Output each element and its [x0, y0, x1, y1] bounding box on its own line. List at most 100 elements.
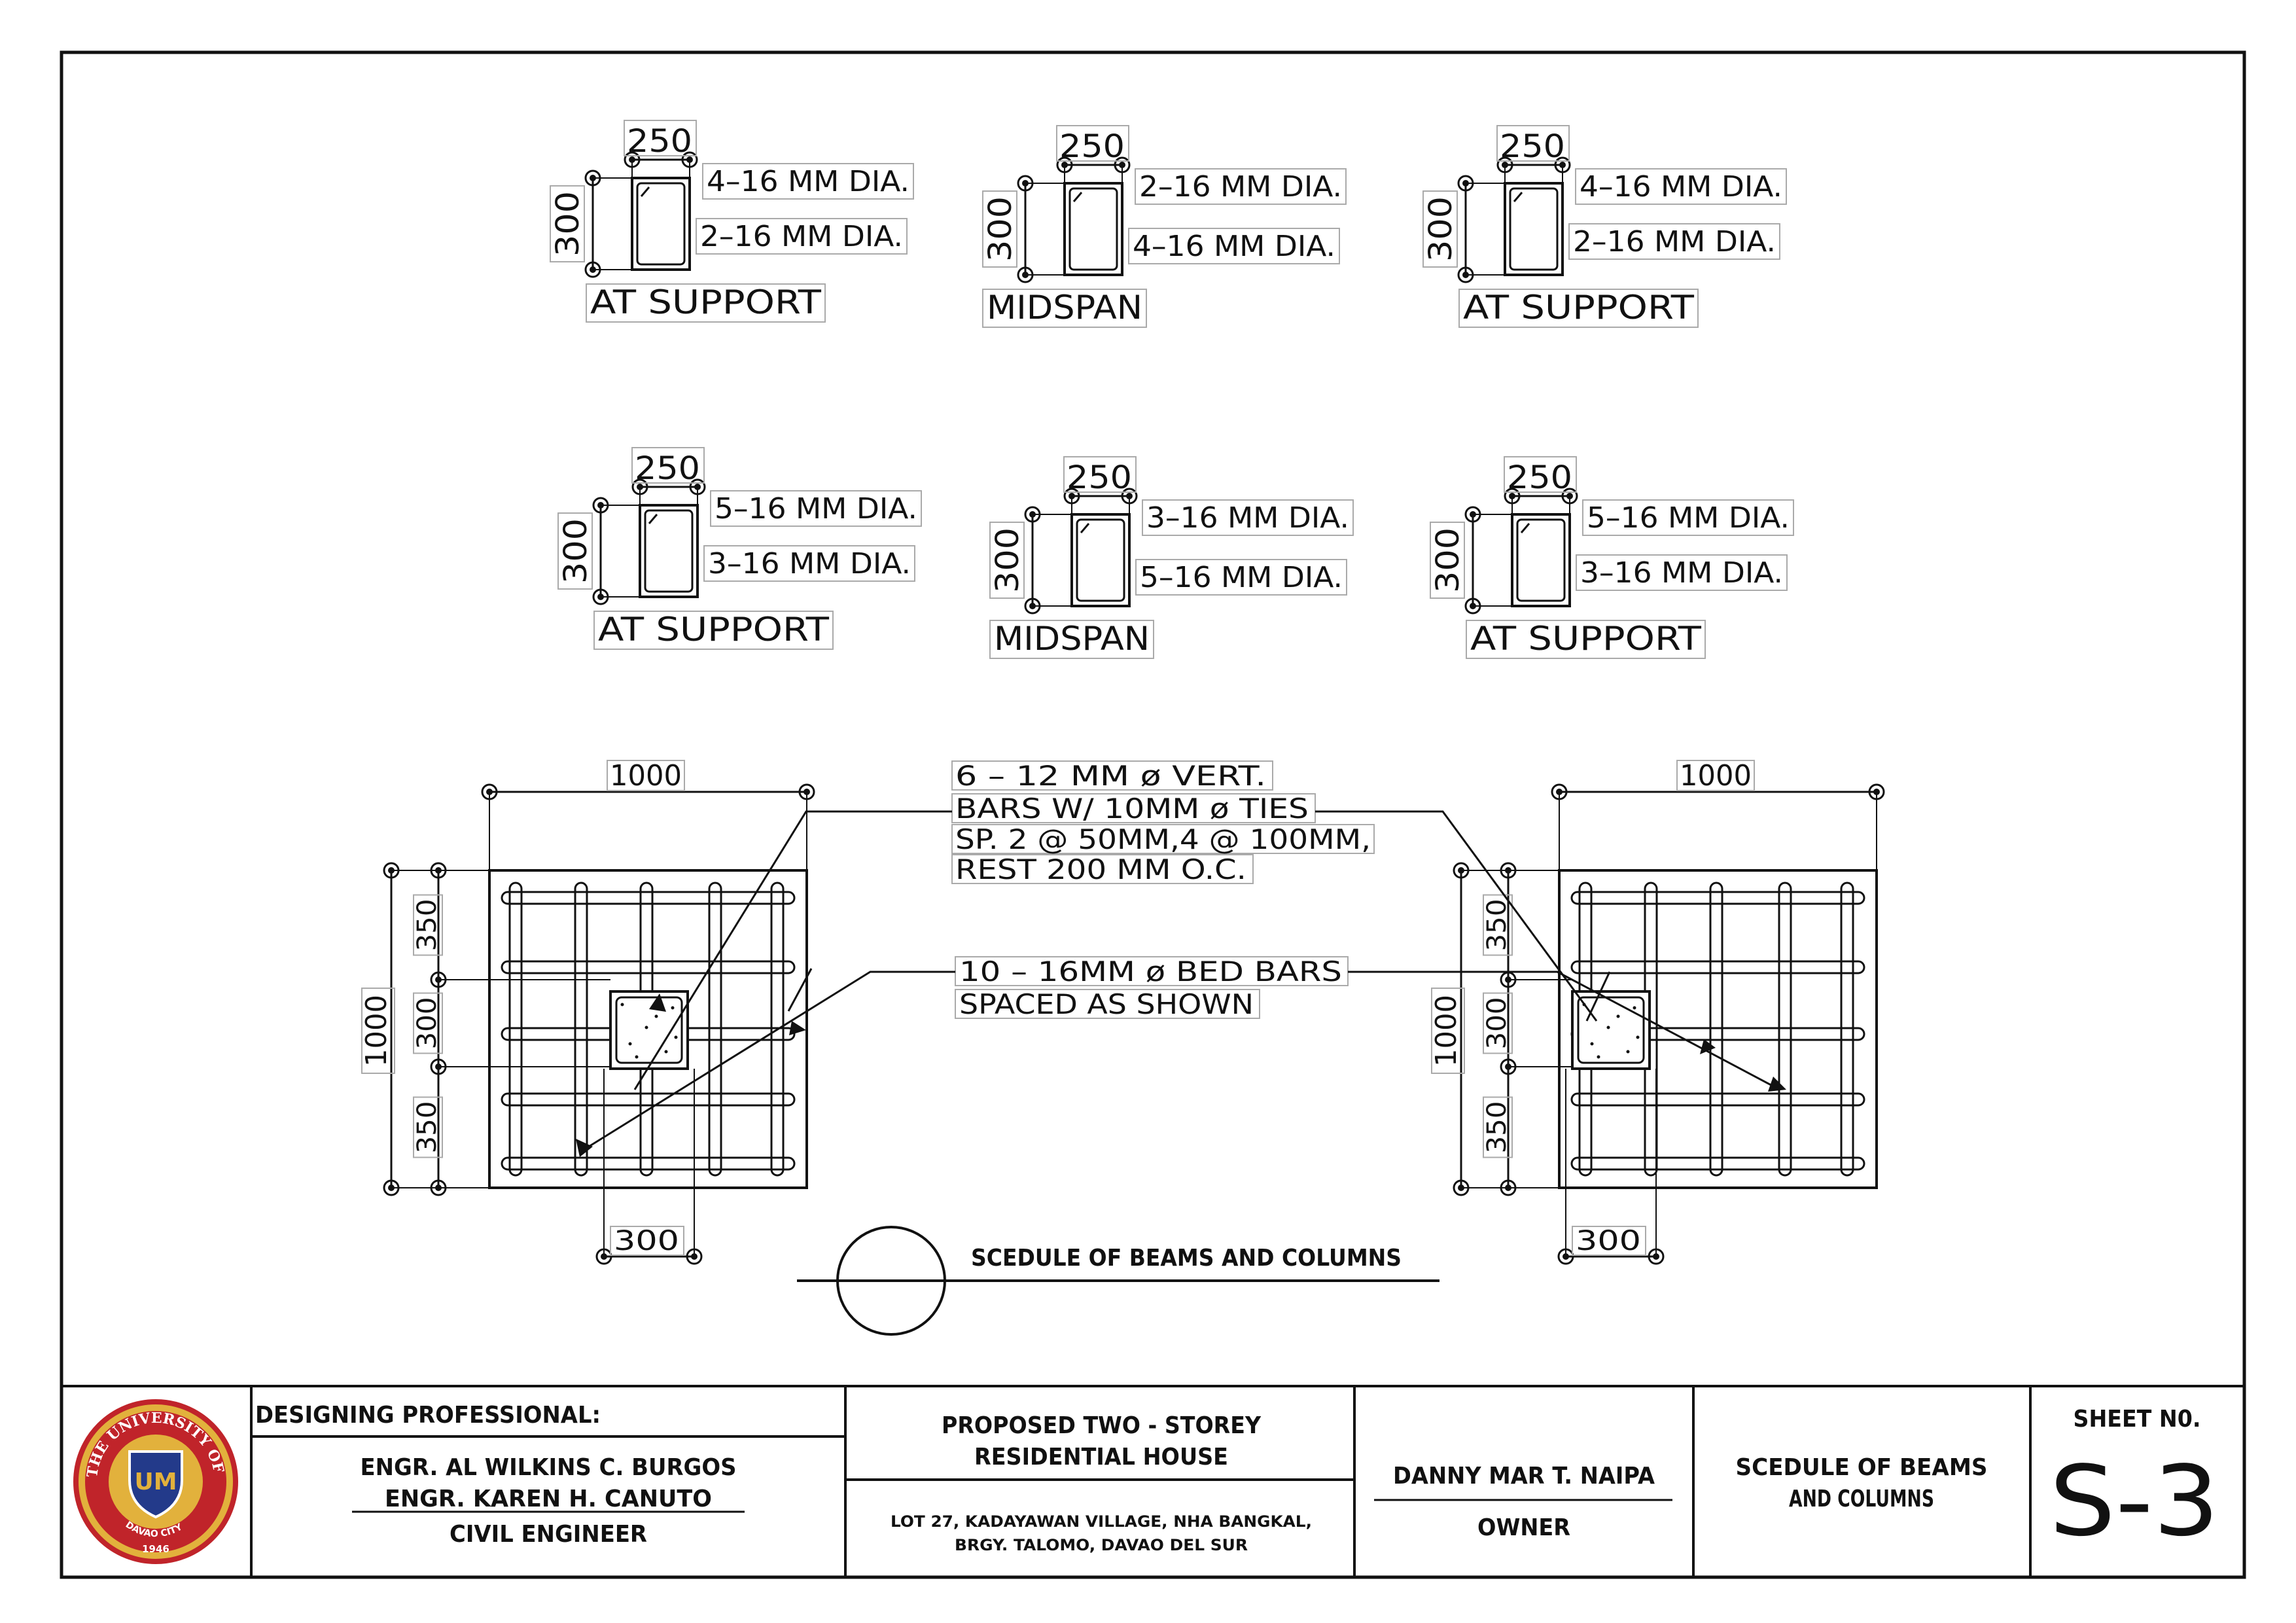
- dimension-node-dot: [1022, 180, 1029, 187]
- label-box: [702, 163, 914, 200]
- label-box: [982, 190, 1017, 268]
- dimension-node: [1554, 156, 1571, 173]
- label-box: [413, 1096, 443, 1158]
- label-box: [1676, 760, 1755, 791]
- beam-width-label: 250: [1059, 128, 1125, 165]
- beam-width-label: 250: [627, 123, 692, 160]
- dimension-node: [1464, 597, 1481, 615]
- dimension-node-dot: [1126, 493, 1133, 499]
- label-box: [1135, 559, 1347, 596]
- beam-depth-label: 300: [550, 191, 586, 257]
- dimension-node-dot: [1505, 867, 1511, 874]
- beam-caption: AT SUPPORT: [1463, 289, 1695, 327]
- concrete-aggregate: [645, 1026, 648, 1029]
- sheet-title-line-2: AND COLUMNS: [1789, 1486, 1934, 1512]
- beam-outline: [1511, 513, 1571, 607]
- label-box: [1431, 988, 1465, 1074]
- designing-professional-label: DESIGNING PROFESSIONAL:: [255, 1402, 601, 1429]
- stirrup-hook: [1513, 192, 1523, 202]
- beam-bottom-bars-label: 4–16 MM DIA.: [1133, 230, 1335, 263]
- label-box: [1422, 190, 1458, 268]
- footing-outline: [488, 869, 808, 1189]
- beam-bottom-bars-label: 3–16 MM DIA.: [1580, 556, 1783, 590]
- stirrup: [1069, 187, 1118, 271]
- label-box: [1483, 1096, 1513, 1158]
- footing-segment-label: 350: [1482, 1101, 1512, 1154]
- bed-bars-note-line-1: 10 – 16MM ø BED BARS: [959, 955, 1342, 988]
- dimension-node-dot: [1458, 867, 1464, 874]
- beam-width-label: 250: [635, 450, 700, 487]
- dimension-node: [383, 862, 400, 879]
- stirrup: [1076, 518, 1125, 602]
- dimension-node-dot: [1462, 180, 1469, 187]
- dimension-node-dot: [694, 484, 701, 490]
- dimension-node: [592, 588, 609, 605]
- dimension-node: [1017, 266, 1034, 283]
- dimension-node: [689, 478, 706, 495]
- dimension-node: [1024, 597, 1041, 615]
- stirrup-hook: [1080, 523, 1090, 533]
- dimension-node: [383, 1179, 400, 1196]
- label-box: [710, 490, 922, 527]
- engineer-name-1: ENGR. AL WILKINS C. BURGOS: [361, 1454, 737, 1481]
- bed-bar-horizontal: [501, 1092, 796, 1107]
- concrete-aggregate: [1590, 1042, 1594, 1046]
- dimension-node: [1114, 156, 1131, 173]
- dimension-node-dot: [388, 1185, 395, 1191]
- dimension-node: [1056, 156, 1073, 173]
- bed-bar-horizontal: [1570, 891, 1865, 905]
- beam-outline: [631, 177, 691, 271]
- column-tie: [615, 996, 683, 1064]
- label-box: [607, 760, 685, 791]
- beam-bottom-bars-label: 5–16 MM DIA.: [1140, 561, 1343, 594]
- label-box: [1496, 125, 1570, 162]
- beam-bottom-bars-label: 3–16 MM DIA.: [708, 547, 911, 580]
- label-box: [413, 992, 443, 1054]
- dimension-node: [1496, 156, 1513, 173]
- university-logo: THE UNIVERSITY OF MINDANAO DAVAO CITY UM…: [0, 0, 238, 1564]
- column-tie: [1577, 996, 1645, 1064]
- stirrup-hook: [1072, 192, 1083, 202]
- concrete-aggregate: [674, 1035, 678, 1039]
- beam-depth-label: 300: [1422, 196, 1459, 262]
- beam-depth-label: 300: [989, 527, 1026, 593]
- dimension-node: [1500, 1179, 1517, 1196]
- dimension-node-dot: [686, 156, 693, 163]
- bed-bar-horizontal: [1570, 1156, 1865, 1171]
- bed-bar-horizontal: [1570, 960, 1865, 974]
- footing-segment-label: 350: [1482, 899, 1512, 952]
- dimension-node: [1457, 266, 1474, 283]
- label-box: [1582, 499, 1794, 536]
- beam-caption: MIDSPAN: [987, 289, 1142, 327]
- label-box: [1135, 168, 1347, 205]
- dimension-node-dot: [1559, 162, 1566, 168]
- footing-segment-label: 350: [412, 1101, 442, 1154]
- label-box: [989, 620, 1154, 659]
- dimension-node: [1868, 783, 1885, 800]
- dimension-node: [1017, 175, 1034, 192]
- dimension-node: [1453, 862, 1470, 879]
- footing-width-label: 1000: [610, 759, 682, 793]
- label-box: [557, 512, 593, 590]
- bed-bar-horizontal: [501, 960, 796, 974]
- dimension-node: [1500, 862, 1517, 879]
- label-box: [1572, 1226, 1646, 1256]
- dimension-node-dot: [1505, 1185, 1511, 1191]
- dimension-node-dot: [1566, 493, 1573, 499]
- dimension-node-dot: [486, 789, 493, 795]
- dimension-node: [1551, 783, 1568, 800]
- logo-initials: UM: [134, 1469, 177, 1495]
- dimension-node-dot: [1470, 603, 1476, 609]
- beam-bottom-bars-label: 2–16 MM DIA.: [700, 220, 903, 253]
- dimension-node-dot: [1022, 272, 1029, 278]
- sheet-border: [60, 50, 2246, 1579]
- label-box: [624, 120, 697, 156]
- stirrup: [644, 509, 694, 593]
- dimension-node: [681, 151, 698, 168]
- footing-width-label: 1000: [1680, 759, 1752, 793]
- bed-bars-note-line-2: SPACED AS SHOWN: [959, 988, 1254, 1020]
- concrete-aggregate: [628, 1042, 632, 1046]
